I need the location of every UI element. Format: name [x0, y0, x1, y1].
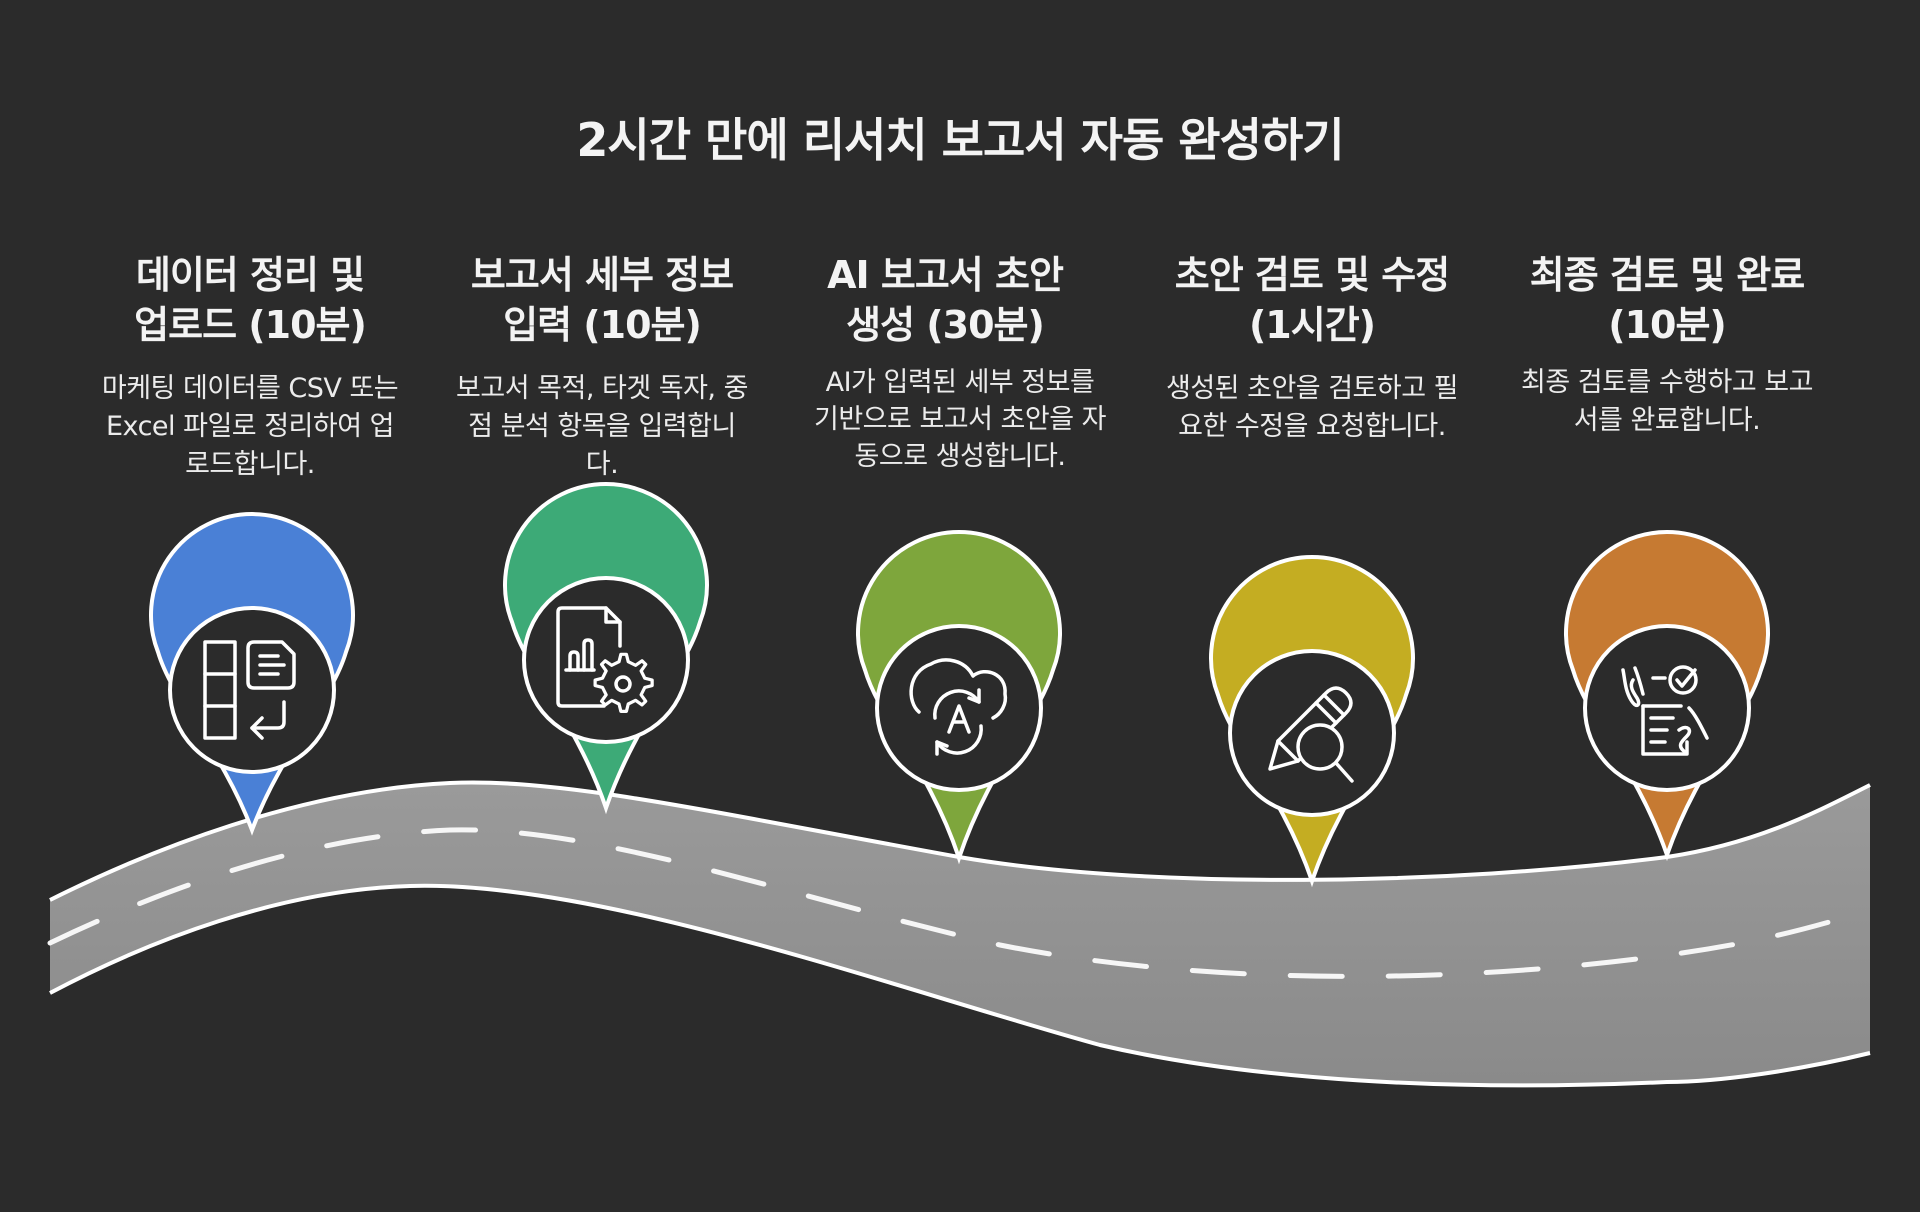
step-1-title-line2: 업로드 (10분) — [134, 303, 367, 347]
step-4-text: 초안 검토 및 수정 (1시간) 생성된 초안을 검토하고 필요한 수정을 요청… — [1142, 250, 1482, 446]
step-3-description: AI가 입력된 세부 정보를 기반으로 보고서 초안을 자동으로 생성합니다. — [814, 367, 1107, 472]
step-4-title-line2: (1시간) — [1248, 303, 1376, 347]
cloud-ai-sync-icon — [909, 658, 1008, 756]
step-2-title: 보고서 세부 정보 입력 (10분) — [432, 250, 772, 350]
step-3-title-line1: AI 보고서 초안 — [827, 253, 1064, 297]
step-1-description: 마케팅 데이터를 CSV 또는 Excel 파일로 정리하여 업로드합니다. — [101, 373, 399, 480]
step-4-title: 초안 검토 및 수정 (1시간) — [1142, 250, 1482, 350]
checklist-approval-icon — [1621, 665, 1709, 756]
step-3-title-line2: 생성 (30분) — [846, 303, 1045, 347]
step-2-text: 보고서 세부 정보 입력 (10분) 보고서 목적, 타겟 독자, 중점 분석 … — [432, 250, 772, 484]
spreadsheet-document-upload-icon — [203, 640, 296, 740]
step-4-pin — [1209, 555, 1415, 888]
step-1-title: 데이터 정리 및 업로드 (10분) — [80, 250, 420, 350]
step-4-description: 생성된 초안을 검토하고 필요한 수정을 요청합니다. — [1166, 373, 1459, 442]
step-1-pin — [149, 512, 355, 836]
step-5-text: 최종 검토 및 완료 (10분) 최종 검토를 수행하고 보고서를 완료합니다. — [1497, 250, 1837, 440]
step-4-title-line1: 초안 검토 및 수정 — [1174, 253, 1450, 297]
step-5-title: 최종 검토 및 완료 (10분) — [1497, 250, 1837, 350]
step-1-text: 데이터 정리 및 업로드 (10분) 마케팅 데이터를 CSV 또는 Excel… — [80, 250, 420, 484]
step-5-pin — [1564, 530, 1770, 862]
page-title: 2시간 만에 리서치 보고서 자동 완성하기 — [576, 113, 1344, 167]
step-3-title: AI 보고서 초안 생성 (30분) — [760, 250, 1130, 350]
document-chart-gear-icon — [556, 606, 654, 713]
road-surface — [50, 782, 1870, 1086]
pencil-magnifier-icon — [1268, 686, 1354, 783]
step-3-pin — [856, 530, 1062, 865]
step-1-title-line1: 데이터 정리 및 — [135, 253, 365, 297]
step-2-title-line1: 보고서 세부 정보 — [470, 253, 734, 297]
step-5-title-line2: (10분) — [1608, 303, 1727, 347]
step-5-title-line1: 최종 검토 및 완료 — [1529, 253, 1805, 297]
road-bottom-edge — [49, 883, 1871, 1088]
step-3-text: AI 보고서 초안 생성 (30분) AI가 입력된 세부 정보를 기반으로 보… — [790, 250, 1130, 475]
step-2-title-line2: 입력 (10분) — [503, 303, 702, 347]
step-2-description: 보고서 목적, 타겟 독자, 중점 분석 항목을 입력합니다. — [456, 373, 748, 480]
step-5-description: 최종 검토를 수행하고 보고서를 완료합니다. — [1521, 367, 1814, 436]
step-2-pin — [503, 482, 709, 815]
